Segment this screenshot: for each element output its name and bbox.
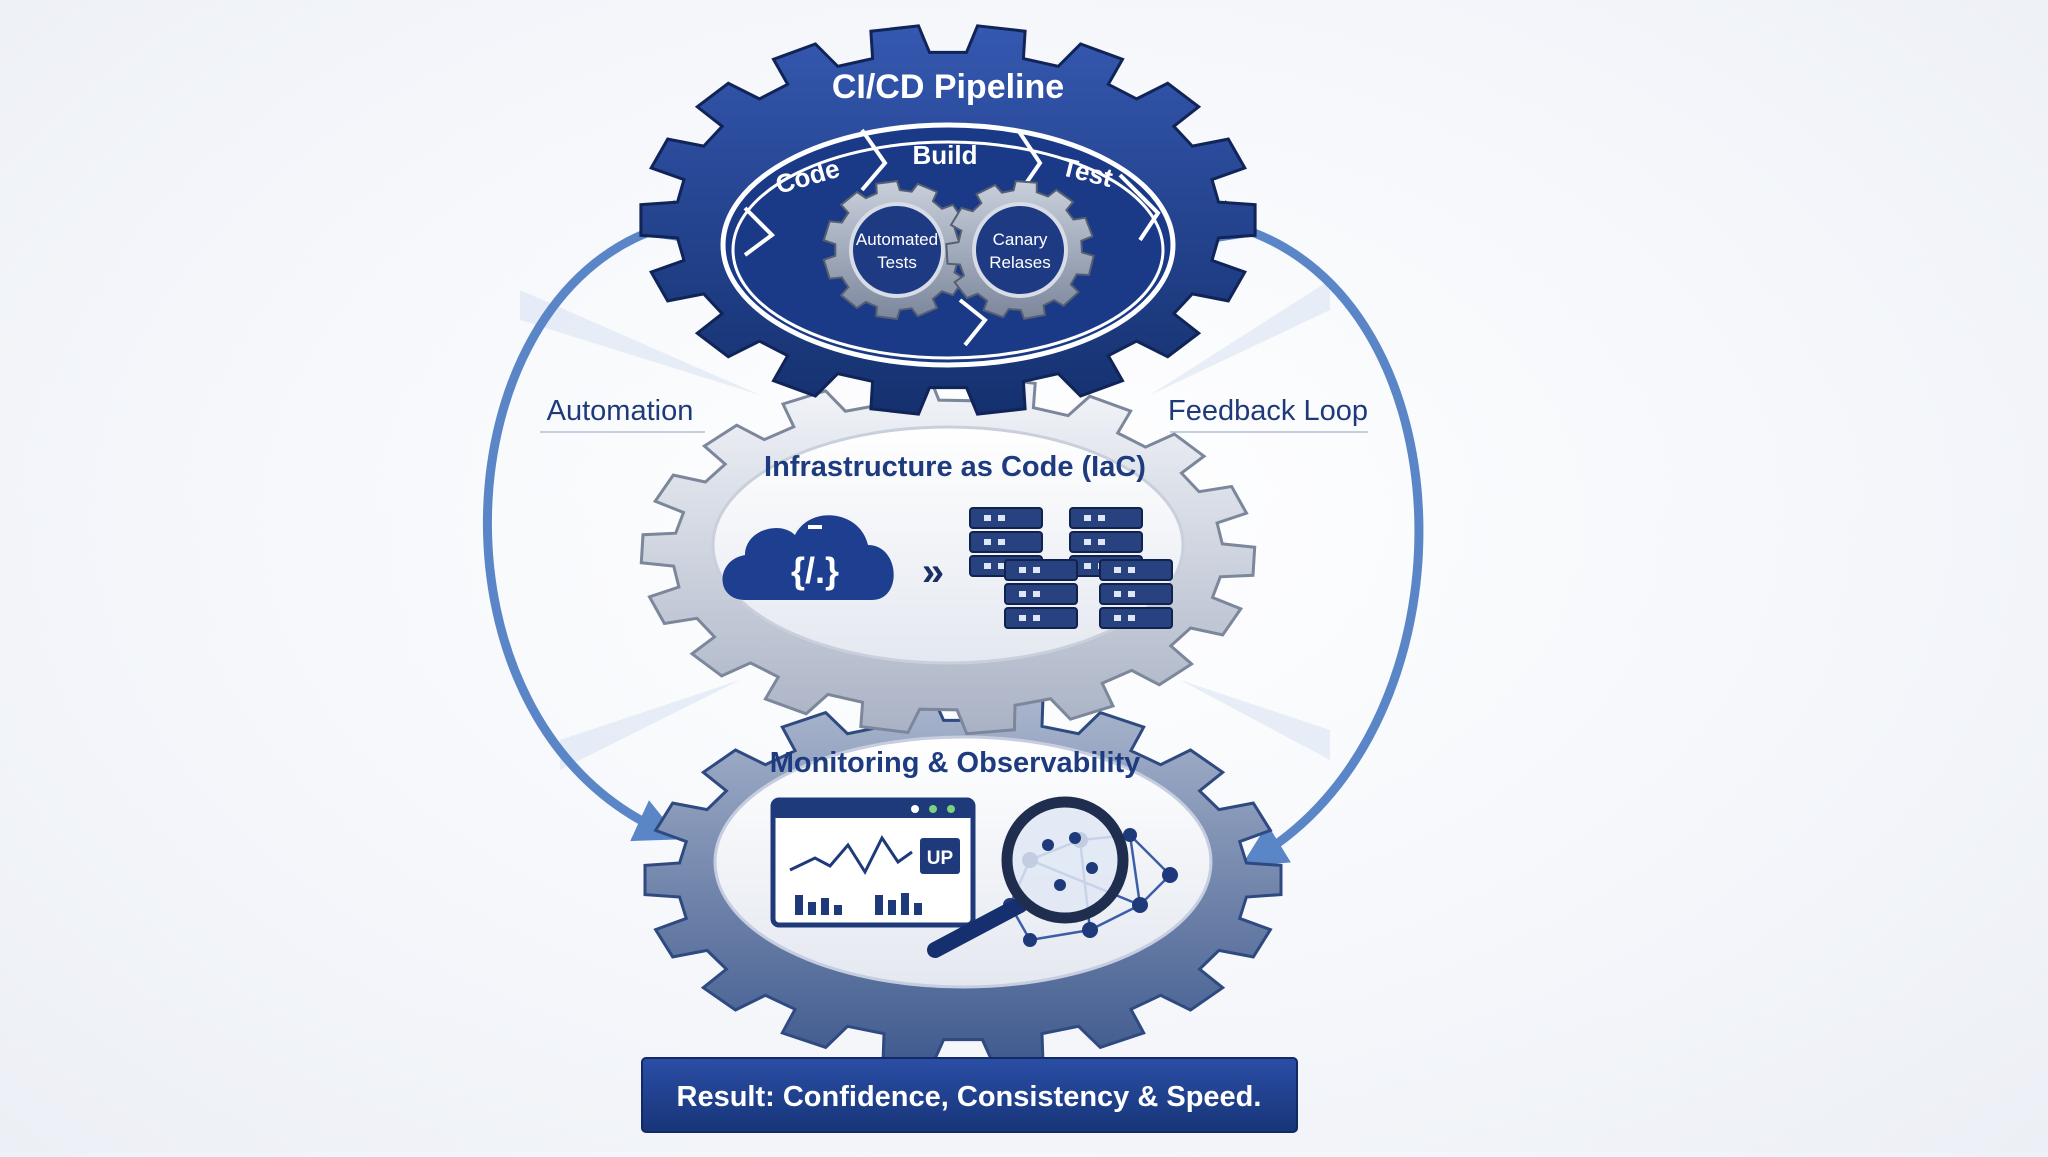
server-led [998, 563, 1005, 569]
server-led [1033, 615, 1040, 621]
pipeline-chevrons [743, 128, 1161, 347]
feedback-loop-label: Feedback Loop [1168, 395, 1368, 427]
canary-releases-gear: Canary Relases [945, 180, 1095, 321]
server-unit [1004, 607, 1078, 629]
server-led [1114, 615, 1121, 621]
cloud-code-icon: {/.} [722, 515, 894, 600]
server-led [1084, 539, 1091, 545]
server-unit [1099, 559, 1173, 581]
stage-build: Build [913, 140, 978, 170]
fast-forward-icon: » [922, 550, 944, 594]
automated-tests-gear: Automated Tests [822, 179, 972, 321]
server-led [998, 515, 1005, 521]
monitoring-title: Monitoring & Observability [770, 747, 1141, 779]
server-led [998, 539, 1005, 545]
server-led [984, 539, 991, 545]
result-banner: Result: Confidence, Consistency & Speed. [641, 1057, 1298, 1133]
server-led [1098, 539, 1105, 545]
server-unit [1099, 583, 1173, 605]
cloud-code-label: {/.} [791, 550, 839, 591]
server-led [984, 515, 991, 521]
server-led [1114, 567, 1121, 573]
server-unit [1099, 607, 1173, 629]
server-unit [1004, 583, 1078, 605]
canary-releases-line2: Relases [989, 253, 1050, 272]
server-led [1098, 515, 1105, 521]
server-unit [1069, 531, 1143, 553]
server-led [1114, 591, 1121, 597]
server-led [1084, 515, 1091, 521]
server-icon [969, 507, 1173, 629]
cicd-pipeline-inner [731, 140, 1165, 360]
automated-tests-line1: Automated [856, 230, 938, 249]
iac-title: Infrastructure as Code (IaC) [764, 451, 1146, 483]
server-unit [1004, 559, 1078, 581]
server-led [1019, 567, 1026, 573]
server-led [1128, 615, 1135, 621]
server-led [1033, 591, 1040, 597]
cicd-gear: CI/CD Pipeline Code Build Test Automated… [639, 24, 1257, 416]
canary-releases-line1: Canary [993, 230, 1048, 249]
server-unit [969, 507, 1043, 529]
iac-gear: Infrastructure as Code (IaC) {/.} » [639, 374, 1257, 736]
result-text: Result: Confidence, Consistency & Speed. [677, 1081, 1262, 1113]
server-led [1019, 591, 1026, 597]
server-led [1033, 567, 1040, 573]
feedback-loop-arrow [1211, 199, 1424, 867]
status-badge: UP [927, 848, 954, 869]
automation-arrow [482, 199, 689, 842]
automation-label: Automation [547, 395, 694, 427]
automated-tests-line2: Tests [877, 253, 917, 272]
server-led [1128, 591, 1135, 597]
dashboard-icon: UP [770, 797, 976, 928]
cicd-title: CI/CD Pipeline [832, 68, 1064, 106]
server-led [1019, 615, 1026, 621]
server-led [984, 563, 991, 569]
monitoring-gear: Monitoring & Observability UP [643, 693, 1283, 1067]
server-led [1084, 563, 1091, 569]
magnifier-icon [927, 796, 1129, 958]
server-unit [969, 531, 1043, 553]
server-unit [1069, 507, 1143, 529]
server-led [1128, 567, 1135, 573]
